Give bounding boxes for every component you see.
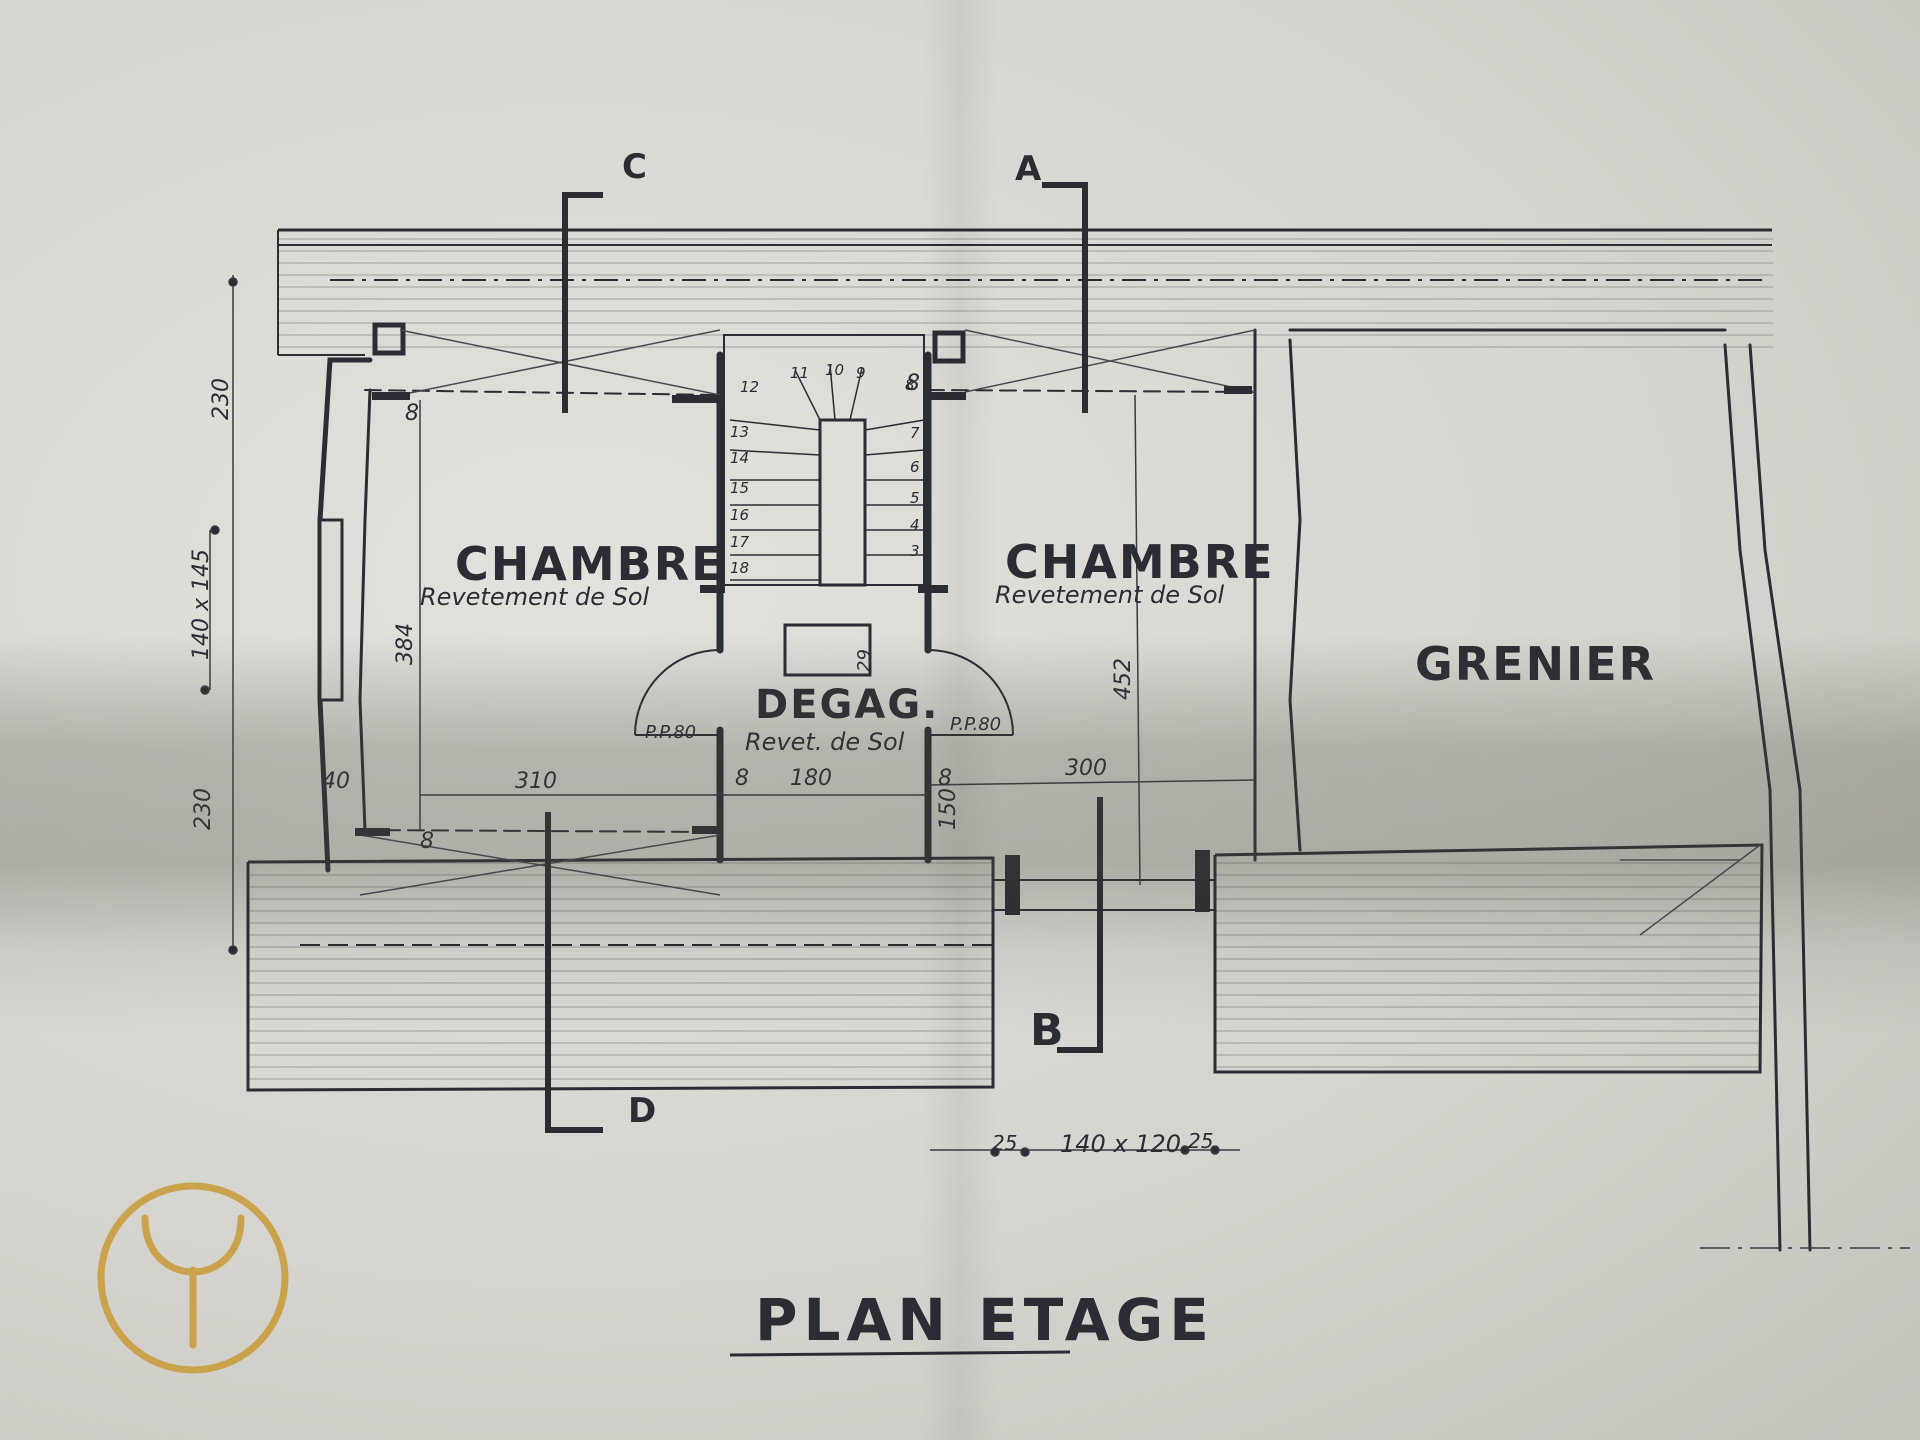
wall-tick-marks	[355, 386, 1252, 836]
dim-25-right: 25	[1188, 1129, 1213, 1153]
left-room-name: CHAMBRE	[455, 537, 725, 591]
walls	[317, 322, 1812, 1252]
room-diagonals	[359, 329, 1761, 936]
dim-140x145: 140 x 145	[189, 549, 214, 660]
dimension-lines	[200, 275, 1910, 1249]
stair-step-8: 8	[905, 376, 915, 394]
stair-step-14: 14	[730, 449, 749, 467]
dim-8-d: 8	[420, 829, 434, 854]
stair-step-18: 18	[730, 559, 749, 577]
dim-310: 310	[515, 769, 557, 794]
dim-8-c: 8	[938, 766, 952, 791]
left-room-note: Revetement de Sol	[420, 583, 650, 611]
dim-150: 150	[936, 788, 961, 830]
right-room-name: CHAMBRE	[1005, 535, 1275, 589]
stair-step-12: 12	[740, 378, 759, 396]
dim-40: 40	[322, 769, 350, 794]
dim-29: 29	[854, 649, 875, 672]
section-label-b: B	[1030, 1005, 1064, 1056]
dim-8-a: 8	[405, 401, 419, 426]
stair-step-9: 9	[856, 364, 866, 382]
section-label-c: C	[622, 147, 647, 187]
stair-step-3: 3	[910, 542, 920, 560]
dim-230-bottom: 230	[191, 788, 216, 830]
dim-8-b: 8	[735, 766, 749, 791]
dim-230-top: 230	[209, 378, 234, 420]
dim-25-left: 25	[992, 1131, 1017, 1155]
roof-band-top	[277, 228, 1773, 356]
stair-step-15: 15	[730, 479, 749, 497]
door-right-label: P.P.80	[950, 714, 1001, 735]
stair-step-16: 16	[730, 506, 749, 524]
stair-step-5: 5	[910, 489, 920, 507]
stair-step-6: 6	[910, 458, 920, 476]
balcony-band-bottom	[246, 843, 1764, 1092]
dim-452: 452	[1111, 658, 1136, 700]
dim-8-e: 8	[906, 371, 920, 396]
stair-step-10: 10	[825, 361, 844, 379]
stair-step-11: 11	[790, 364, 809, 382]
dim-300: 300	[1065, 756, 1107, 781]
section-label-d: D	[628, 1091, 656, 1131]
staircase	[723, 334, 925, 587]
hall-name: DEGAG.	[755, 682, 939, 728]
right-room-note: Revetement de Sol	[995, 581, 1225, 609]
stair-step-17: 17	[730, 533, 750, 551]
stair-step-4: 4	[910, 516, 920, 534]
hall-note: Revet. de Sol	[745, 728, 905, 756]
door-left-label: P.P.80	[645, 722, 696, 743]
attic-room-name: GRENIER	[1415, 637, 1656, 691]
stair-step-13: 13	[730, 423, 749, 441]
section-label-a: A	[1015, 149, 1042, 189]
y-circle-logo	[97, 1182, 289, 1374]
plan-title: PLAN ETAGE	[755, 1286, 1215, 1354]
stair-step-7: 7	[910, 424, 920, 442]
hall-doors	[634, 623, 1014, 736]
dim-180: 180	[790, 766, 832, 791]
dim-140x120: 140 x 120	[1060, 1130, 1181, 1158]
section-lines	[545, 182, 1103, 1133]
dim-384: 384	[393, 623, 418, 665]
